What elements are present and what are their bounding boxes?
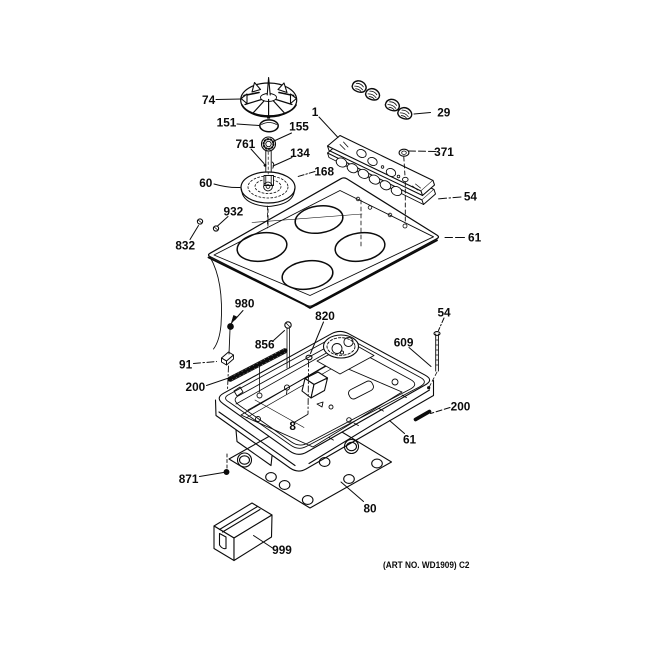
svg-text:61: 61 — [403, 433, 417, 447]
svg-text:8: 8 — [289, 419, 296, 433]
svg-text:761: 761 — [236, 137, 256, 151]
svg-text:932: 932 — [224, 205, 244, 219]
svg-text:871: 871 — [179, 472, 199, 486]
svg-text:60: 60 — [199, 176, 213, 190]
svg-text:91: 91 — [179, 358, 193, 372]
svg-text:832: 832 — [175, 239, 195, 253]
svg-text:980: 980 — [235, 297, 255, 311]
svg-text:200: 200 — [451, 400, 471, 414]
svg-text:(ART NO. WD1909) C2: (ART NO. WD1909) C2 — [383, 560, 470, 570]
svg-text:134: 134 — [290, 146, 310, 160]
svg-text:609: 609 — [394, 336, 414, 350]
svg-text:29: 29 — [437, 106, 451, 120]
svg-text:151: 151 — [217, 116, 237, 130]
svg-text:1: 1 — [312, 105, 319, 119]
svg-text:54: 54 — [437, 306, 451, 320]
svg-text:155: 155 — [289, 120, 309, 134]
svg-text:371: 371 — [434, 145, 454, 159]
svg-text:54: 54 — [464, 190, 478, 204]
svg-text:74: 74 — [202, 93, 216, 107]
svg-text:80: 80 — [363, 502, 377, 516]
svg-text:168: 168 — [314, 165, 334, 179]
svg-text:856: 856 — [255, 338, 275, 352]
svg-text:820: 820 — [315, 309, 335, 323]
svg-text:999: 999 — [272, 543, 292, 557]
svg-text:61: 61 — [468, 231, 482, 245]
svg-text:200: 200 — [186, 380, 206, 394]
